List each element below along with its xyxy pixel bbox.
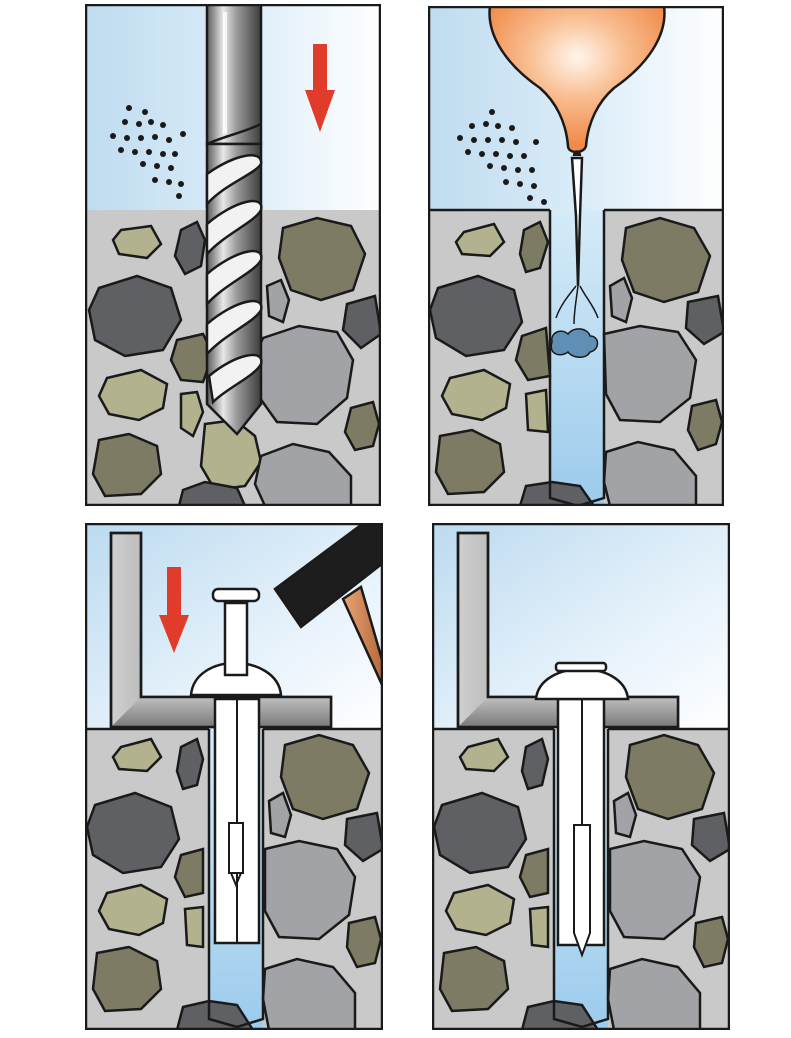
panel-anchor-set	[432, 523, 730, 1030]
dust-particles	[457, 109, 547, 205]
hammer-icon	[273, 523, 383, 688]
masonry-wall	[85, 733, 383, 1030]
nail-anchor	[189, 587, 283, 945]
panel-drill-hole	[85, 4, 381, 506]
panel-clean-hole	[428, 6, 724, 506]
masonry-wall	[428, 216, 724, 506]
masonry-wall	[87, 216, 381, 506]
drilling-dust	[110, 105, 186, 199]
nail-anchor	[534, 661, 630, 958]
masonry-wall	[432, 733, 730, 1030]
blower-bulb-icon	[488, 6, 666, 358]
drill-bit-icon	[205, 4, 263, 436]
panel-insert-anchor	[85, 523, 383, 1030]
down-arrow-icon	[305, 44, 335, 132]
down-arrow-icon	[159, 567, 189, 653]
